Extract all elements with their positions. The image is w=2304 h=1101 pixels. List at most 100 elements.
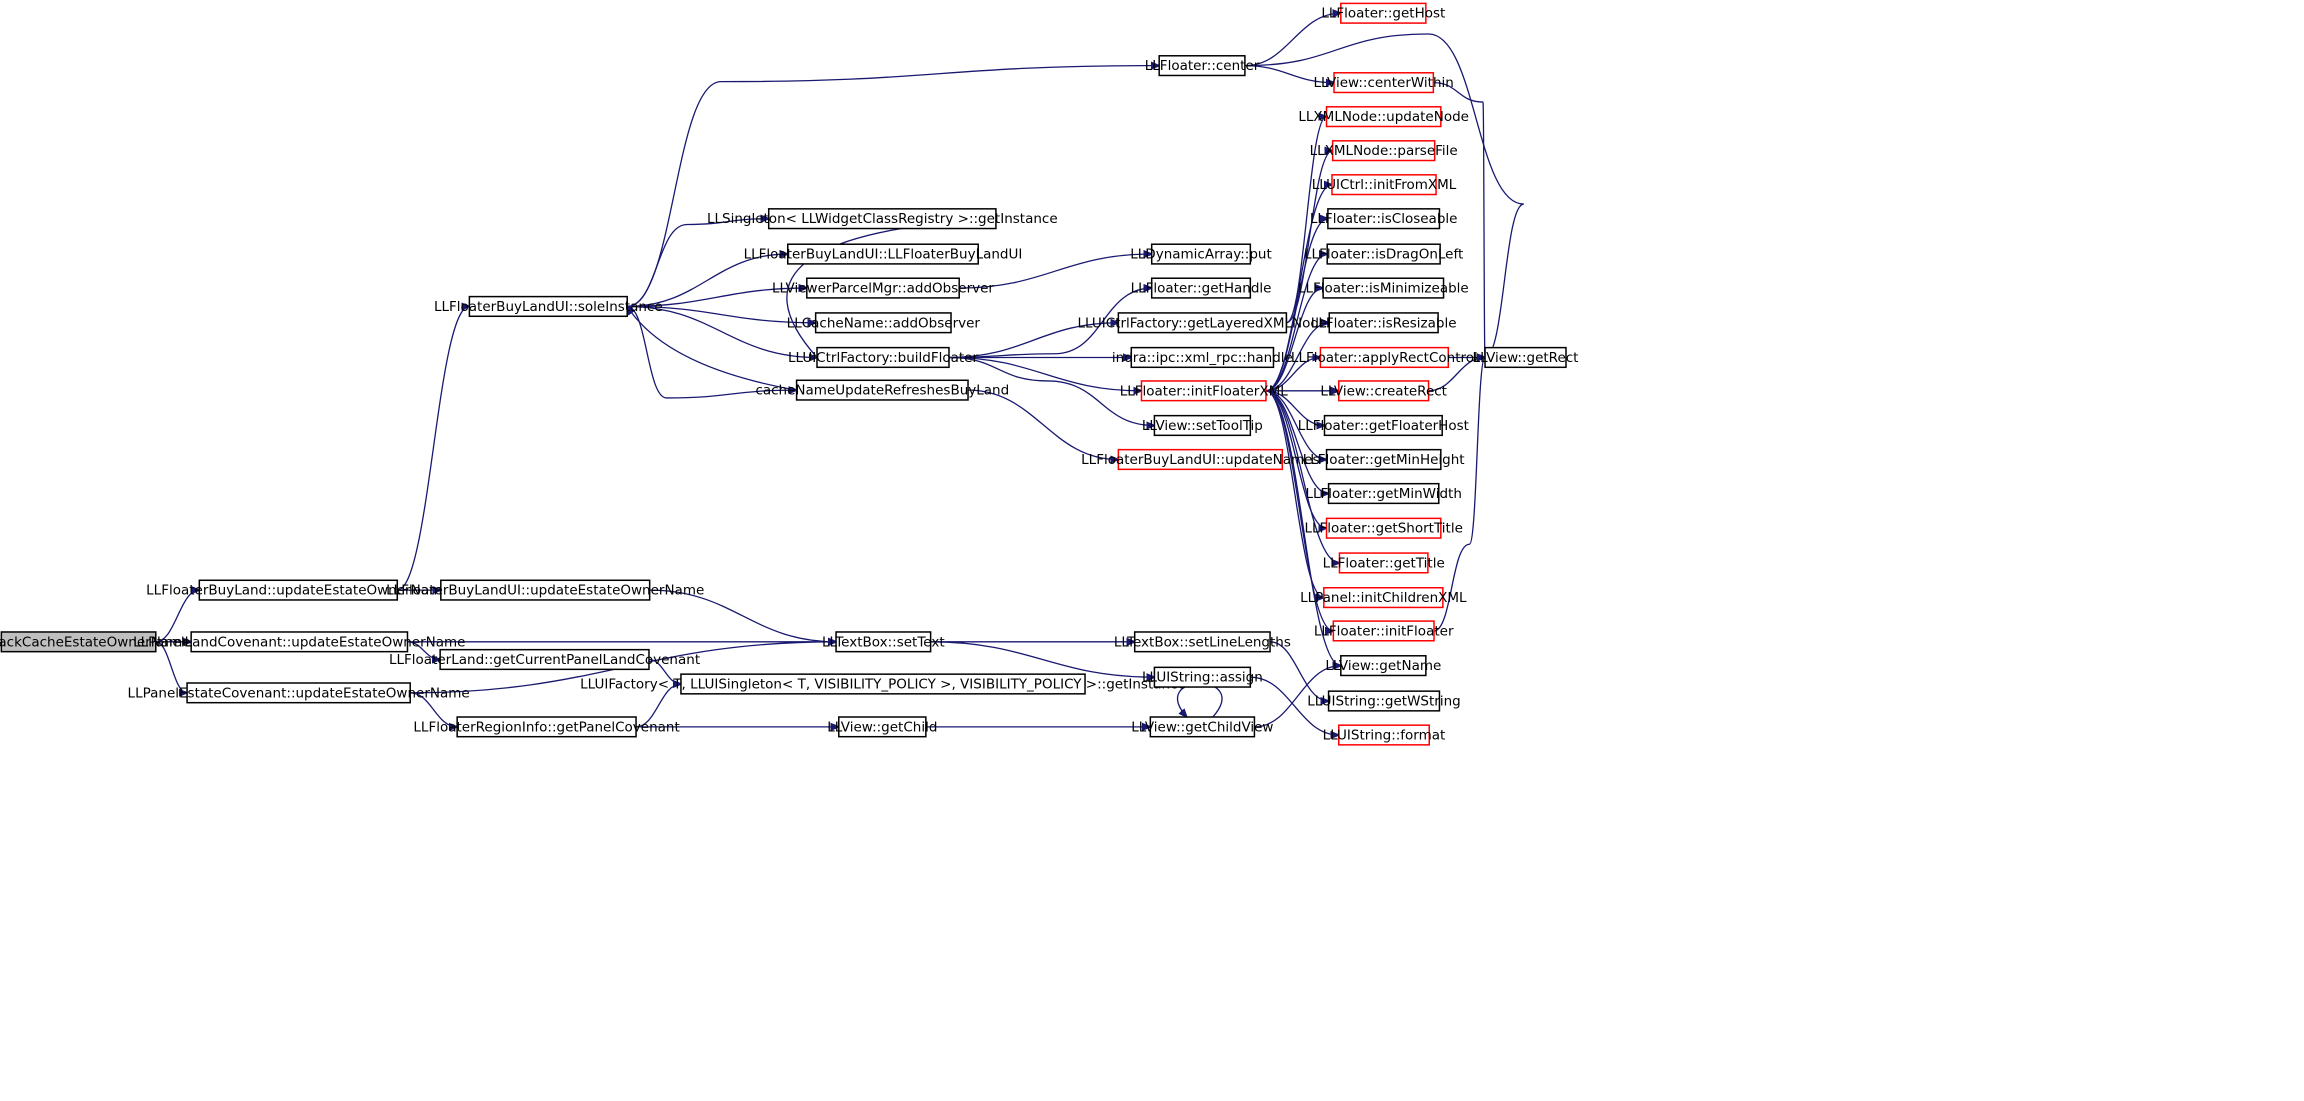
edge-fl-ifx-to-fl-arc	[1265, 357, 1320, 392]
node-cnurbl[interactable]: cacheNameUpdateRefreshesBuyLand	[755, 379, 1009, 401]
node-panel-icx[interactable]: LLPanel::initChildrenXML	[1300, 587, 1467, 609]
node-fl-ifx[interactable]: LLFloater::initFloaterXML	[1120, 380, 1289, 402]
edge-fl-ifx-to-fl-isdrag	[1265, 254, 1327, 392]
node-fl-gt[interactable]: LLFloater::getTitle	[1323, 552, 1445, 574]
node-view-gcv[interactable]: LLView::getChildView	[1131, 716, 1273, 738]
node-pec-ueon[interactable]: LLPanelEstateCovenant::updateEstateOwner…	[128, 682, 470, 704]
edge-fblui-si-to-fblui-ctor	[627, 254, 788, 308]
node-uicf-bf[interactable]: LLUICtrlFactory::buildFloater	[788, 346, 979, 369]
node-tb-settext[interactable]: LLTextBox::setText	[822, 631, 945, 653]
node-fl-gcplc[interactable]: LLFloaterLand::getCurrentPanelLandCovena…	[389, 648, 700, 671]
node-fl-gmh[interactable]: LLFloater::getMinHeight	[1303, 448, 1465, 471]
node-label: LLFloater::initFloaterXML	[1120, 383, 1289, 399]
node-fl-isdrag[interactable]: LLFloater::isDragOnLeft	[1304, 243, 1463, 265]
node-label: LLFloater::getMinHeight	[1303, 452, 1465, 468]
edge-pec-ueon-to-fri-gpc	[410, 692, 457, 727]
node-fl-ismin[interactable]: LLFloater::isMinimizeable	[1298, 277, 1469, 299]
node-label: LLUIFactory< T, LLUISingleton< T, VISIBI…	[580, 676, 1186, 692]
node-label: LLView::centerWithin	[1313, 75, 1453, 91]
node-box	[1331, 174, 1437, 196]
node-box	[816, 346, 950, 369]
node-fblui-ctor[interactable]: LLFloaterBuyLandUI::LLFloaterBuyLandUI	[744, 243, 1023, 265]
node-view-cw[interactable]: LLView::centerWithin	[1313, 72, 1454, 94]
node-box	[1158, 55, 1246, 77]
node-label: LLViewerParcelMgr::addObserver	[772, 281, 994, 297]
node-uis-format[interactable]: LLUIString::format	[1323, 724, 1446, 746]
node-box	[468, 295, 628, 318]
node-fl-gst[interactable]: LLFloater::getShortTitle	[1304, 517, 1463, 539]
node-box	[1338, 724, 1431, 746]
node-uis-assign[interactable]: LLUIString::assign	[1142, 666, 1263, 688]
node-callback[interactable]: callbackCacheEstateOwnerName	[0, 631, 191, 653]
node-fl-arc[interactable]: LLFloater::applyRectControl	[1291, 346, 1478, 369]
node-view-gn[interactable]: LLView::getName	[1325, 655, 1441, 677]
node-singleton-gi[interactable]: LLSingleton< LLWidgetClassRegistry >::ge…	[707, 208, 1058, 230]
node-label: LLUICtrl::initFromXML	[1312, 177, 1457, 193]
node-view-getchild[interactable]: LLView::getChild	[827, 716, 937, 738]
node-label: LLFloater::initFloater	[1314, 623, 1454, 639]
node-label: LLView::getName	[1325, 658, 1441, 674]
node-fl-gmw[interactable]: LLFloater::getMinWidth	[1305, 482, 1462, 505]
node-da-put[interactable]: LLDynamicArray::put	[1130, 243, 1272, 265]
edge-fblui-si-to-fl-center	[627, 66, 1159, 308]
node-view-cr[interactable]: LLView::createRect	[1320, 380, 1447, 402]
node-fl-isres[interactable]: LLFloater::isResizable	[1311, 312, 1457, 334]
node-uif-gi[interactable]: LLUIFactory< T, LLUISingleton< T, VISIBI…	[580, 673, 1186, 695]
node-box	[787, 243, 979, 265]
node-indra-handle[interactable]: indra::ipc::xml_rpc::handle	[1112, 346, 1293, 369]
edge-fl-ifx-to-panel-icx	[1265, 390, 1324, 598]
node-box	[1327, 208, 1441, 230]
edge-fl-center-to-fl-gethost	[1244, 13, 1341, 67]
node-box	[1325, 517, 1442, 539]
node-box	[1327, 482, 1440, 505]
node-vpm-ao[interactable]: LLViewerParcelMgr::addObserver	[772, 277, 994, 299]
node-view-stt[interactable]: LLView::setToolTip	[1142, 414, 1263, 437]
node-plc-ueon[interactable]: LLPanelLandCovenant::updateEstateOwnerNa…	[133, 631, 465, 653]
node-fl-isclose[interactable]: LLFloater::isCloseable	[1310, 208, 1458, 230]
node-xml-un[interactable]: LLXMLNode::updateNode	[1298, 106, 1469, 128]
node-box	[1323, 414, 1443, 437]
node-fl-if[interactable]: LLFloater::initFloater	[1314, 620, 1454, 642]
edge-fblui-si-to-cn-ao	[627, 305, 815, 322]
node-fl-gethost[interactable]: LLFloater::getHost	[1321, 2, 1445, 24]
node-label: LLView::getRect	[1473, 350, 1579, 366]
node-label: LLUIString::getWString	[1307, 694, 1460, 710]
node-label: callbackCacheEstateOwnerName	[0, 634, 191, 650]
node-fl-gfh[interactable]: LLFloater::getFloaterHost	[1298, 414, 1469, 437]
edge-fl-ifx-to-view-gn	[1265, 390, 1341, 666]
edge-cnurbl-to-fblui-si	[627, 306, 797, 391]
edge-fri-gpc-to-uif-gi	[635, 684, 681, 728]
node-box	[456, 716, 637, 738]
node-box	[1338, 380, 1430, 402]
node-xml-pf[interactable]: LLXMLNode::parseFile	[1310, 140, 1458, 162]
node-box	[439, 648, 650, 671]
node-fl-gethandle[interactable]: LLFloater::getHandle	[1131, 277, 1272, 299]
node-view-getrect[interactable]: LLView::getRect	[1473, 346, 1579, 369]
node-box	[1117, 448, 1284, 471]
node-uicf-glxn[interactable]: LLUICtrlFactory::getLayeredXMLNode	[1078, 312, 1328, 334]
node-fblui-un[interactable]: LLFloaterBuyLandUI::updateNames	[1081, 448, 1320, 471]
node-uis-gws[interactable]: LLUIString::getWString	[1307, 690, 1461, 712]
edge-fl-if-to-view-getrect	[1433, 357, 1485, 632]
node-fri-gpc[interactable]: LLFloaterRegionInfo::getPanelCovenant	[413, 716, 680, 738]
node-label: LLFloaterBuyLandUI::updateEstateOwnerNam…	[386, 583, 704, 599]
edge-vpm-ao-to-da-put	[959, 254, 1152, 289]
node-fblui-ueon[interactable]: LLFloaterBuyLandUI::updateEstateOwnerNam…	[386, 579, 704, 601]
edge-tb-sll-to-uis-gws	[1270, 641, 1329, 701]
edge-fbl-ueon-to-fblui-si	[397, 306, 469, 591]
node-label: LLFloater::getHandle	[1131, 281, 1272, 297]
node-uictrl-ifx[interactable]: LLUICtrl::initFromXML	[1312, 174, 1457, 196]
node-box	[186, 682, 411, 704]
node-cn-ao[interactable]: LLCacheName::addObserver	[787, 312, 981, 334]
edge-fl-ifx-to-fl-gfh	[1265, 390, 1325, 426]
node-label: LLUICtrlFactory::getLayeredXMLNode	[1078, 315, 1328, 331]
node-fblui-si[interactable]: LLFloaterBuyLandUI::soleInstance	[434, 295, 663, 318]
node-box	[1149, 716, 1256, 738]
node-fl-center[interactable]: LLFloater::center	[1145, 55, 1260, 77]
node-fbl-ueon[interactable]: LLFloaterBuyLand::updateEstateOwnerName	[146, 579, 450, 601]
node-box	[1117, 312, 1288, 334]
node-tb-sll[interactable]: LLTextBox::setLineLengths	[1114, 631, 1291, 653]
edge-fblui-si-to-singleton-gi	[627, 219, 768, 308]
node-box	[1150, 243, 1252, 265]
node-box	[1325, 448, 1442, 471]
